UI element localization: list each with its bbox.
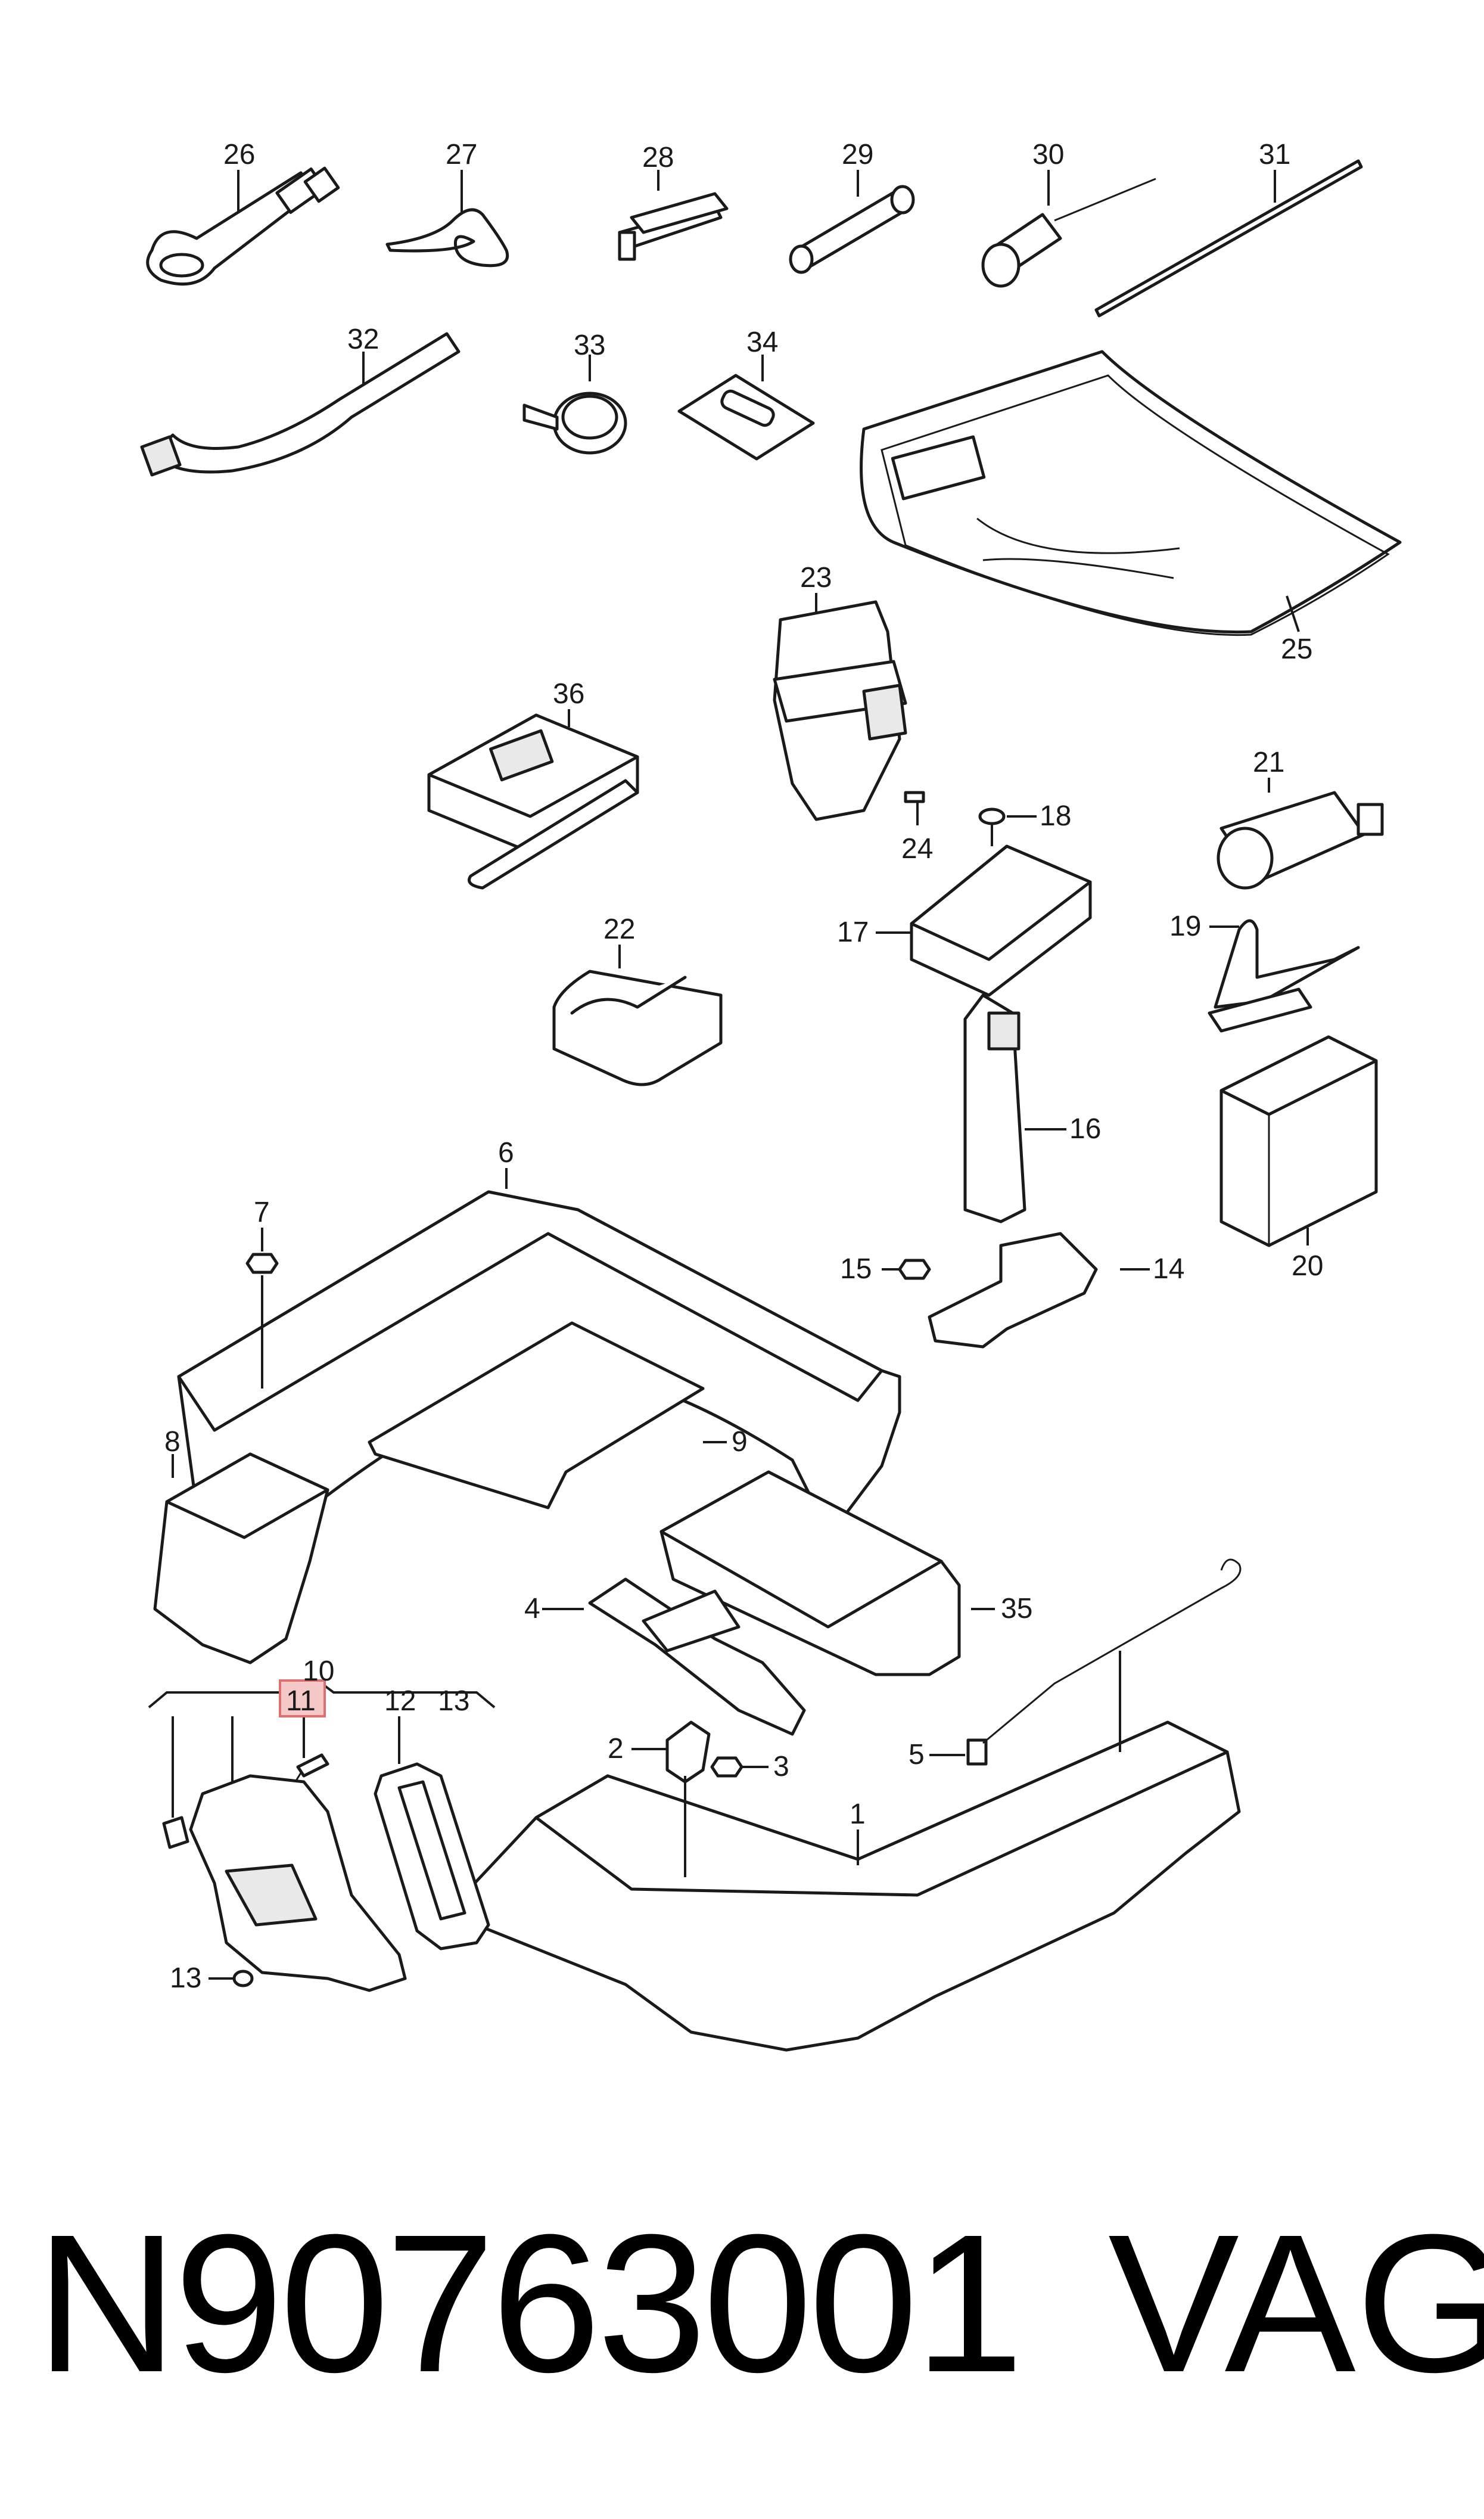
label-24: 24 bbox=[901, 833, 933, 865]
label-25: 25 bbox=[1281, 633, 1312, 665]
label-21: 21 bbox=[1253, 747, 1284, 778]
brand-caption: VAG bbox=[1108, 2193, 1484, 2413]
label-17: 17 bbox=[837, 917, 869, 948]
part-3-nut bbox=[710, 1756, 769, 1778]
part-16-strap bbox=[963, 993, 1066, 1223]
part-35-cover bbox=[659, 1470, 995, 1676]
part-25-mat bbox=[860, 350, 1402, 636]
label-29: 29 bbox=[842, 139, 873, 170]
part-5-hook bbox=[929, 1558, 1242, 1766]
part-30-screwdriver bbox=[981, 170, 1156, 288]
part-28-bracket bbox=[618, 170, 729, 261]
label-13-top: 13 bbox=[438, 1685, 469, 1717]
part-4-jack bbox=[542, 1577, 806, 1736]
label-36: 36 bbox=[553, 678, 584, 710]
part-7-nut bbox=[245, 1228, 279, 1274]
part-34-plate bbox=[677, 355, 815, 461]
label-5: 5 bbox=[909, 1739, 925, 1771]
part-24-screw bbox=[904, 791, 925, 825]
label-11: 11 bbox=[286, 1685, 316, 1717]
label-13-bottom: 13 bbox=[170, 1962, 201, 1994]
label-7: 7 bbox=[254, 1197, 270, 1228]
part-13-clip bbox=[162, 1816, 189, 1849]
highlight-box-11 bbox=[279, 1679, 326, 1717]
part-18-clip bbox=[978, 807, 1037, 846]
part-number-caption: N90763001 bbox=[36, 2193, 1024, 2413]
label-15: 15 bbox=[840, 1253, 872, 1285]
label-22: 22 bbox=[603, 914, 635, 945]
label-10: 10 bbox=[303, 1655, 334, 1687]
label-12: 12 bbox=[384, 1685, 416, 1717]
part-26-wrench bbox=[146, 166, 340, 286]
label-34: 34 bbox=[746, 327, 778, 358]
part-21-cylinder bbox=[1217, 778, 1384, 890]
part-27-clip bbox=[385, 170, 509, 268]
label-28: 28 bbox=[642, 142, 674, 173]
label-32: 32 bbox=[347, 324, 379, 355]
label-4: 4 bbox=[524, 1593, 540, 1625]
label-18: 18 bbox=[1040, 800, 1071, 832]
label-9: 9 bbox=[732, 1426, 748, 1458]
part-13-washer bbox=[209, 1970, 254, 1987]
part-2-clip bbox=[631, 1720, 711, 1784]
label-16: 16 bbox=[1069, 1113, 1101, 1145]
part-9-board bbox=[368, 1321, 727, 1509]
part-32-hose bbox=[140, 332, 461, 477]
part-15-nut bbox=[882, 1259, 931, 1280]
label-6: 6 bbox=[498, 1137, 514, 1169]
label-27: 27 bbox=[446, 139, 477, 170]
part-1-tray bbox=[445, 1651, 1241, 2052]
part-22-block bbox=[552, 945, 723, 1086]
part-14-plate bbox=[928, 1232, 1150, 1349]
label-26: 26 bbox=[223, 139, 255, 170]
part-31-rod bbox=[1094, 159, 1363, 318]
part-23-holder bbox=[773, 593, 907, 821]
label-19: 19 bbox=[1169, 911, 1201, 942]
part-33-gauge bbox=[522, 355, 627, 455]
part-29-pin bbox=[789, 170, 915, 274]
label-35: 35 bbox=[1001, 1593, 1032, 1625]
label-1: 1 bbox=[850, 1799, 866, 1830]
part-8-box bbox=[153, 1452, 329, 1664]
label-23: 23 bbox=[800, 562, 832, 594]
label-3: 3 bbox=[773, 1751, 789, 1782]
part-36-firstaid bbox=[427, 709, 639, 890]
part-12-cover bbox=[374, 1762, 490, 1950]
part-20-battery bbox=[1219, 1035, 1378, 1247]
label-14: 14 bbox=[1153, 1253, 1184, 1285]
part-17-tray bbox=[876, 844, 1092, 997]
part-19-bracket bbox=[1208, 919, 1360, 1033]
label-8: 8 bbox=[164, 1426, 181, 1458]
part-housing bbox=[189, 1774, 407, 1992]
label-31: 31 bbox=[1259, 139, 1290, 170]
label-2: 2 bbox=[608, 1733, 624, 1765]
label-30: 30 bbox=[1032, 139, 1064, 170]
label-20: 20 bbox=[1292, 1250, 1323, 1282]
label-33: 33 bbox=[574, 330, 605, 361]
